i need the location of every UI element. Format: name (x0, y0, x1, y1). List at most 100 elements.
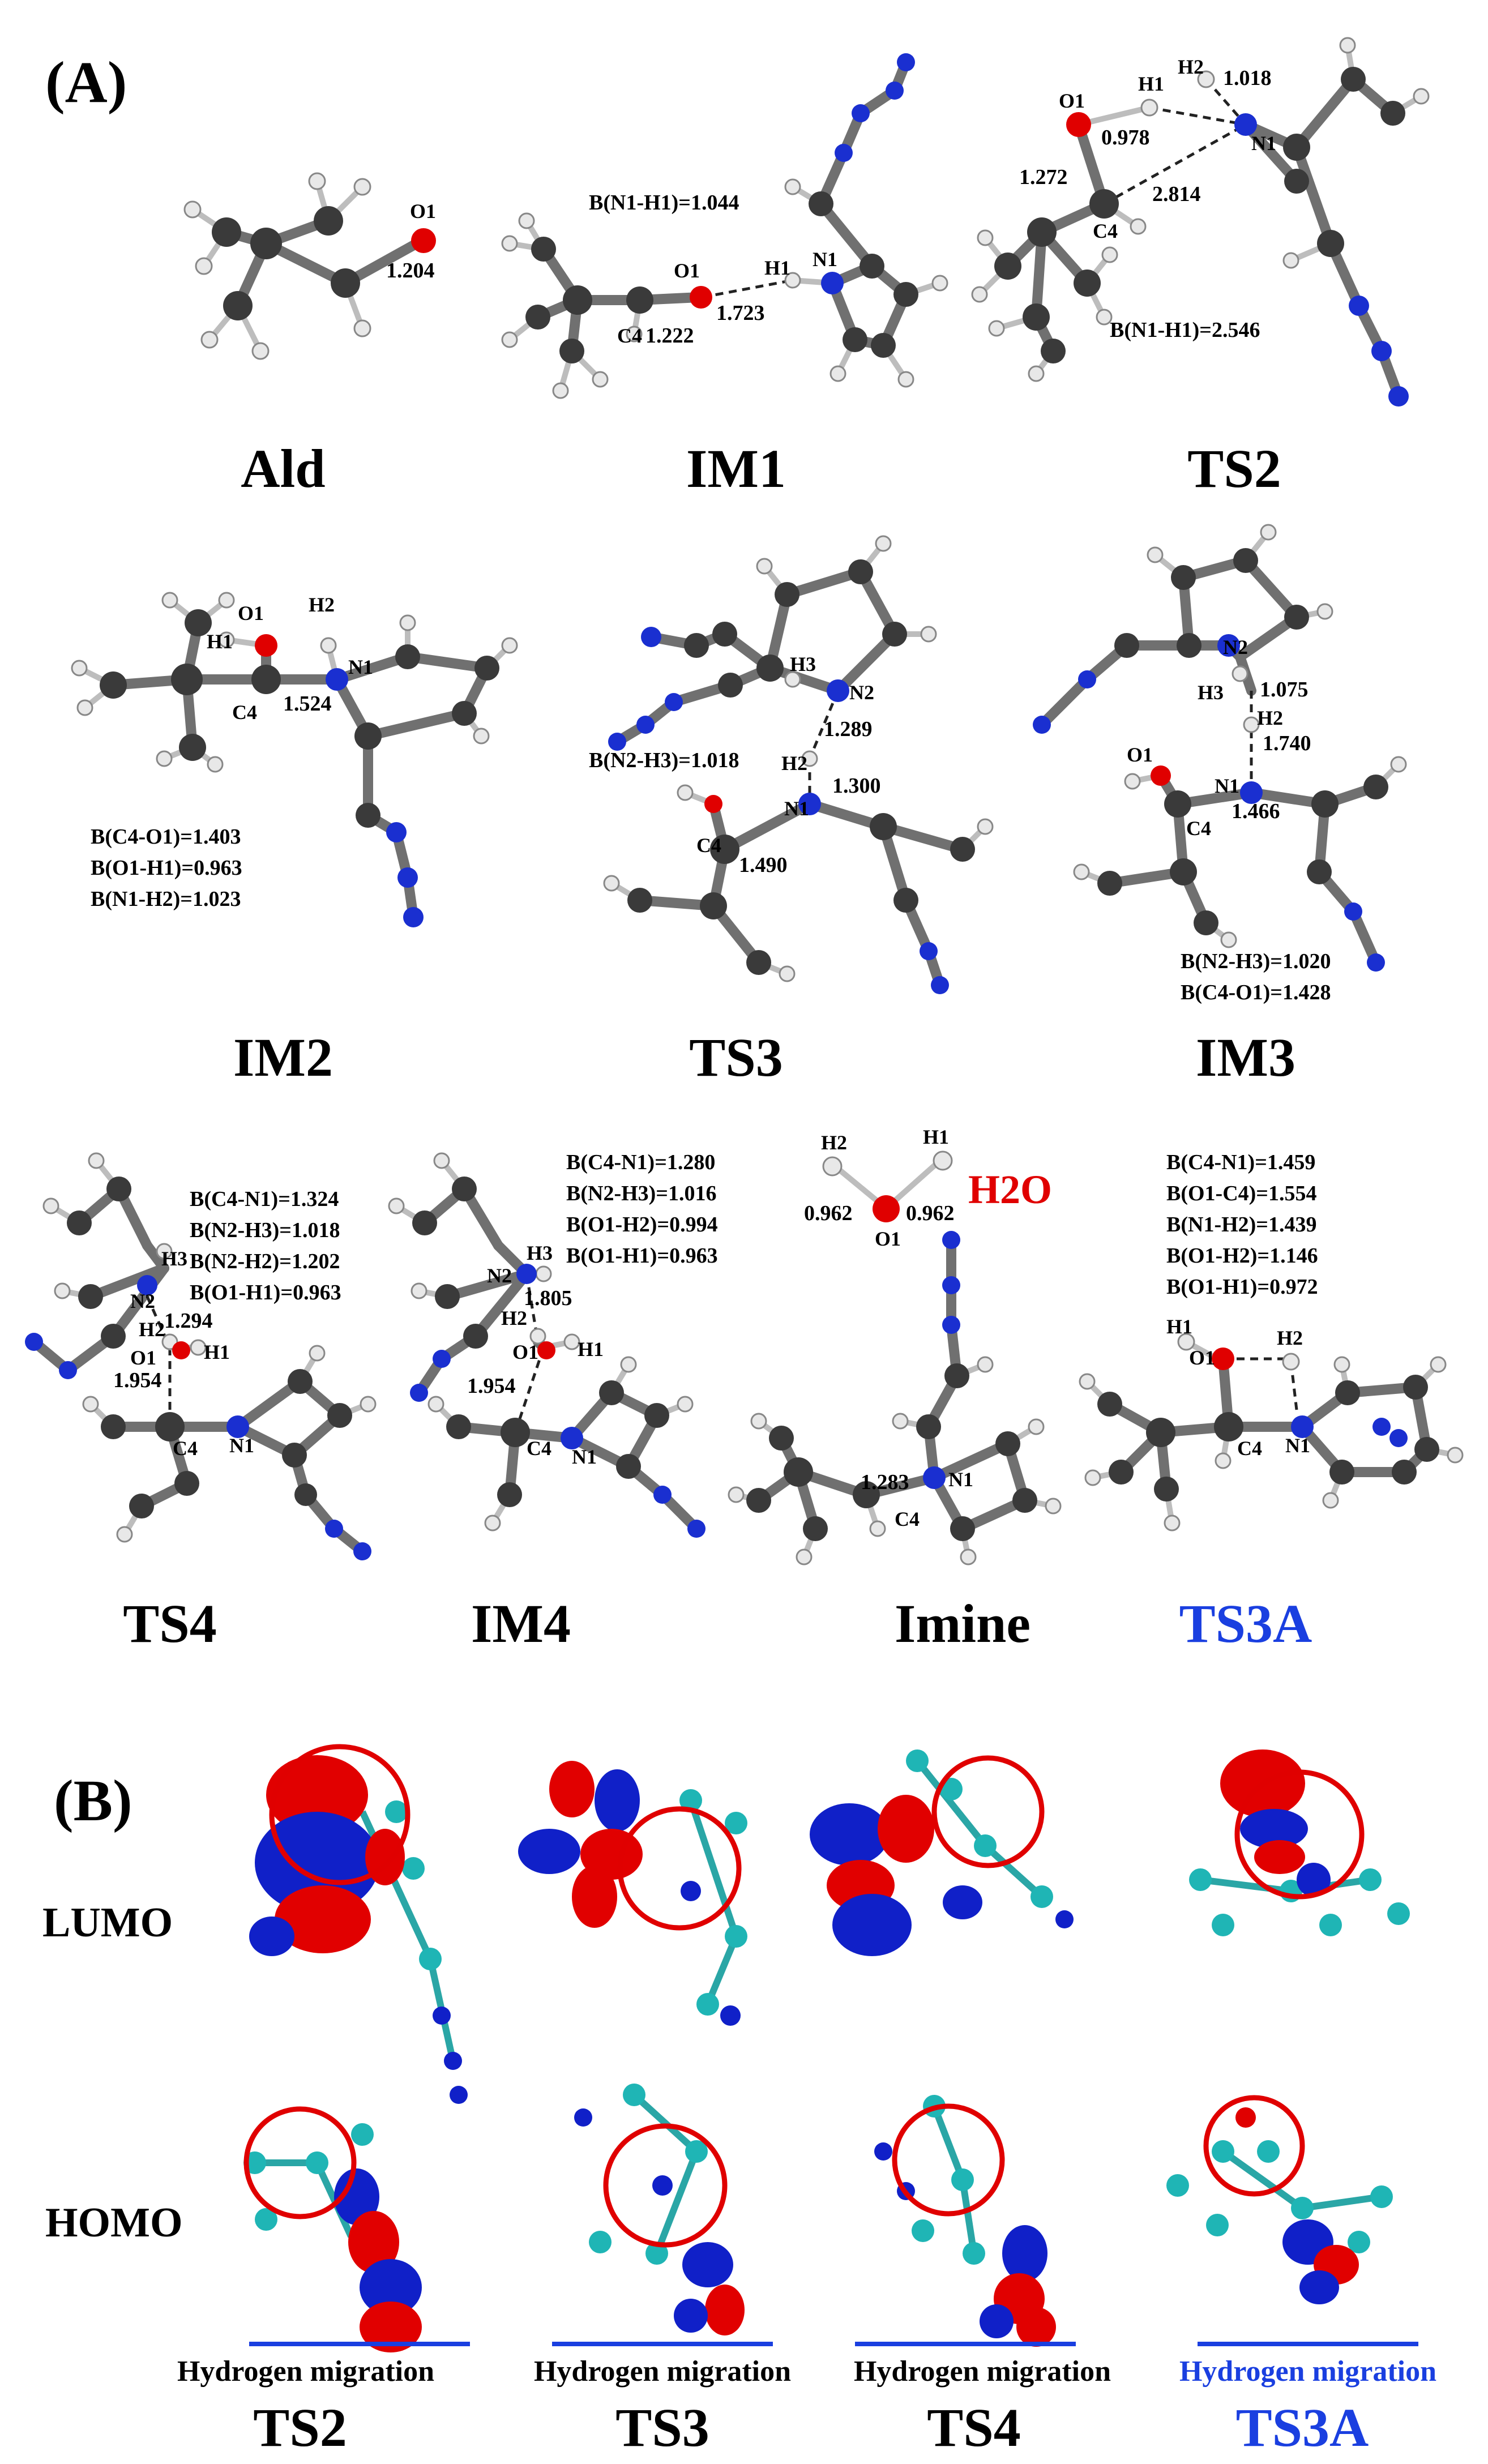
ts4-name: TS4 (123, 1593, 216, 1654)
ts3-h2n1-distance: 1.300 (832, 774, 881, 798)
im2-structure (71, 592, 518, 927)
im2-c4-label: C4 (232, 701, 257, 724)
ts3a-note-4: B(O1-H1)=0.972 (1166, 1275, 1318, 1299)
im3-h2-label: H2 (1257, 707, 1283, 729)
im3-o1-label: O1 (1127, 743, 1153, 766)
ts4-structure (25, 1152, 377, 1560)
ald-name: Ald (241, 438, 325, 499)
im4-name: IM4 (471, 1593, 571, 1654)
im4-note-2: B(O1-H2)=0.994 (566, 1213, 718, 1237)
ts2-name: TS2 (1187, 438, 1281, 499)
im3-h2n1-distance: 1.740 (1263, 732, 1311, 755)
ts4-note-0: B(C4-N1)=1.324 (190, 1187, 339, 1211)
lumo-ts3a-image (1189, 1749, 1410, 1936)
row-label-homo: HOMO (45, 2200, 183, 2246)
ts2-note-0: B(N1-H1)=2.546 (1110, 318, 1260, 342)
ts4-h3-label: H3 (161, 1247, 187, 1270)
lumo-ts3-image (518, 1761, 747, 2026)
im4-h1-label: H1 (578, 1338, 604, 1361)
im3-note-0: B(N2-H3)=1.020 (1181, 949, 1331, 973)
ts3-name: TS3 (689, 1027, 783, 1088)
ts3a-c4-label: C4 (1237, 1437, 1262, 1460)
water-formula: H2O (968, 1167, 1052, 1212)
ts4-note-1: B(N2-H3)=1.018 (190, 1218, 340, 1242)
im4-n2-label: N2 (487, 1264, 512, 1287)
homo-ts3a-image (1166, 2095, 1393, 2304)
ts3a-note-1: B(O1-C4)=1.554 (1166, 1182, 1316, 1205)
imine-name: Imine (895, 1593, 1031, 1654)
imine-c4-label: C4 (895, 1508, 920, 1530)
imine-cn-distance: 1.283 (861, 1470, 909, 1494)
ts2-caption: Hydrogen migration (177, 2355, 434, 2388)
ts3a-caption: Hydrogen migration (1179, 2355, 1436, 2388)
im3-n2h2-distance: 1.075 (1260, 678, 1309, 701)
ts3a-h2-label: H2 (1277, 1327, 1303, 1349)
panel-b-label: (B) (54, 1768, 132, 1833)
im3-cn-distance: 1.466 (1232, 799, 1280, 823)
ts2-structure (971, 37, 1430, 407)
row-label-lumo: LUMO (42, 1900, 173, 1946)
im4-n1-label: N1 (572, 1445, 597, 1468)
im4-note-0: B(C4-N1)=1.280 (566, 1150, 715, 1174)
homo-ts3-image (574, 2084, 745, 2335)
im2-h1-label: H1 (207, 630, 233, 653)
ts4-h1-label: H1 (204, 1341, 230, 1363)
lumo-ts2-image (249, 1744, 468, 2104)
im3-n1-label: N1 (1215, 775, 1239, 797)
ts2-co-distance: 1.272 (1019, 165, 1068, 189)
im4-c4-label: C4 (527, 1437, 551, 1460)
im4-oc-distance: 1.954 (467, 1374, 516, 1398)
ts3-structure (603, 535, 994, 994)
ts3a-n1-label: N1 (1285, 1434, 1310, 1457)
ts2-n1-label: N1 (1251, 132, 1276, 155)
water-h1-label: H1 (923, 1126, 949, 1148)
water-o1-label: O1 (875, 1227, 901, 1250)
ts3-n1-label: N1 (784, 797, 809, 820)
im4-h2-label: H2 (501, 1307, 527, 1329)
imine-structure (728, 1231, 1062, 1565)
ts4-h2o-distance: 1.294 (164, 1309, 213, 1333)
im1-co-distance: 1.222 (645, 324, 694, 348)
ts4-note-2: B(N2-H2)=1.202 (190, 1250, 340, 1273)
im2-n1-label: N1 (348, 656, 373, 678)
ts4-column-name: TS4 (927, 2397, 1020, 2458)
ts3-c4-label: C4 (696, 834, 721, 857)
im2-note-0: B(C4-O1)=1.403 (91, 825, 241, 849)
ts3a-o1-label: O1 (1189, 1346, 1215, 1369)
im4-o1-label: O1 (512, 1341, 538, 1363)
ts3a-note-0: B(C4-N1)=1.459 (1166, 1150, 1315, 1174)
ts2-oh1-distance: 0.978 (1101, 126, 1150, 149)
ts3-column-name: TS3 (615, 2397, 709, 2458)
im3-structure (1033, 524, 1407, 972)
ts4-caption: Hydrogen migration (854, 2355, 1111, 2388)
im1-n1-label: N1 (813, 248, 837, 271)
ts3a-h1-label: H1 (1166, 1315, 1192, 1338)
im1-name: IM1 (686, 438, 786, 499)
im2-o1-label: O1 (238, 602, 264, 624)
im1-oh-distance: 1.723 (716, 301, 765, 325)
im3-n2-label: N2 (1223, 636, 1248, 658)
ts3a-note-3: B(O1-H2)=1.146 (1166, 1244, 1318, 1268)
ts4-oc-distance: 1.954 (113, 1368, 162, 1392)
ts2-h2-label: H2 (1178, 55, 1204, 78)
ts4-n1-label: N1 (229, 1434, 254, 1457)
im2-cn-distance: 1.524 (283, 692, 332, 716)
ts4-h2-label: H2 (139, 1318, 165, 1341)
ts4-o1-label: O1 (130, 1346, 156, 1369)
ts3a-note-2: B(N1-H2)=1.439 (1166, 1213, 1316, 1237)
im3-note-1: B(C4-O1)=1.428 (1181, 981, 1331, 1004)
im2-name: IM2 (233, 1027, 333, 1088)
lumo-ts4-image (810, 1749, 1074, 1956)
im1-o1-label: O1 (674, 259, 700, 282)
im3-name: IM3 (1196, 1027, 1295, 1088)
im1-structure (501, 53, 948, 399)
ts4-note-3: B(O1-H1)=0.963 (190, 1281, 341, 1304)
ts3-n2-label: N2 (849, 681, 874, 704)
water-right-distance: 0.962 (906, 1201, 955, 1225)
ts3-caption: Hydrogen migration (534, 2355, 791, 2388)
homo-ts2-image (243, 2106, 422, 2352)
ts3-cn-distance: 1.490 (739, 853, 788, 877)
ts2-o1-label: O1 (1059, 89, 1085, 112)
panel-a-label: (A) (45, 50, 127, 115)
